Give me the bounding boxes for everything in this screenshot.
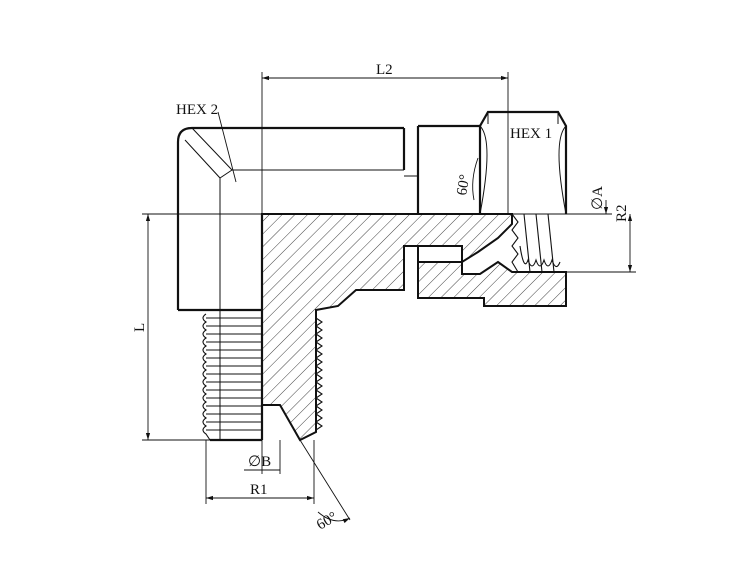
label-hex1: HEX 1 bbox=[510, 126, 552, 142]
label-r2: R2 bbox=[614, 204, 630, 222]
nut-internal-thread bbox=[511, 213, 566, 273]
dimension-lines bbox=[142, 72, 636, 524]
label-hex2: HEX 2 bbox=[176, 102, 218, 118]
label-phi-a: ∅A bbox=[590, 186, 606, 210]
section-hatched bbox=[260, 213, 567, 442]
label-l: L bbox=[132, 323, 148, 332]
label-l2: L2 bbox=[376, 62, 393, 78]
label-r1: R1 bbox=[250, 482, 268, 498]
hex1-nut bbox=[416, 110, 568, 215]
label-angle-bottom: 60° bbox=[314, 509, 340, 533]
label-angle-top: 60° bbox=[454, 173, 473, 196]
label-phi-b: ∅B bbox=[248, 454, 271, 470]
male-thread bbox=[202, 310, 323, 442]
